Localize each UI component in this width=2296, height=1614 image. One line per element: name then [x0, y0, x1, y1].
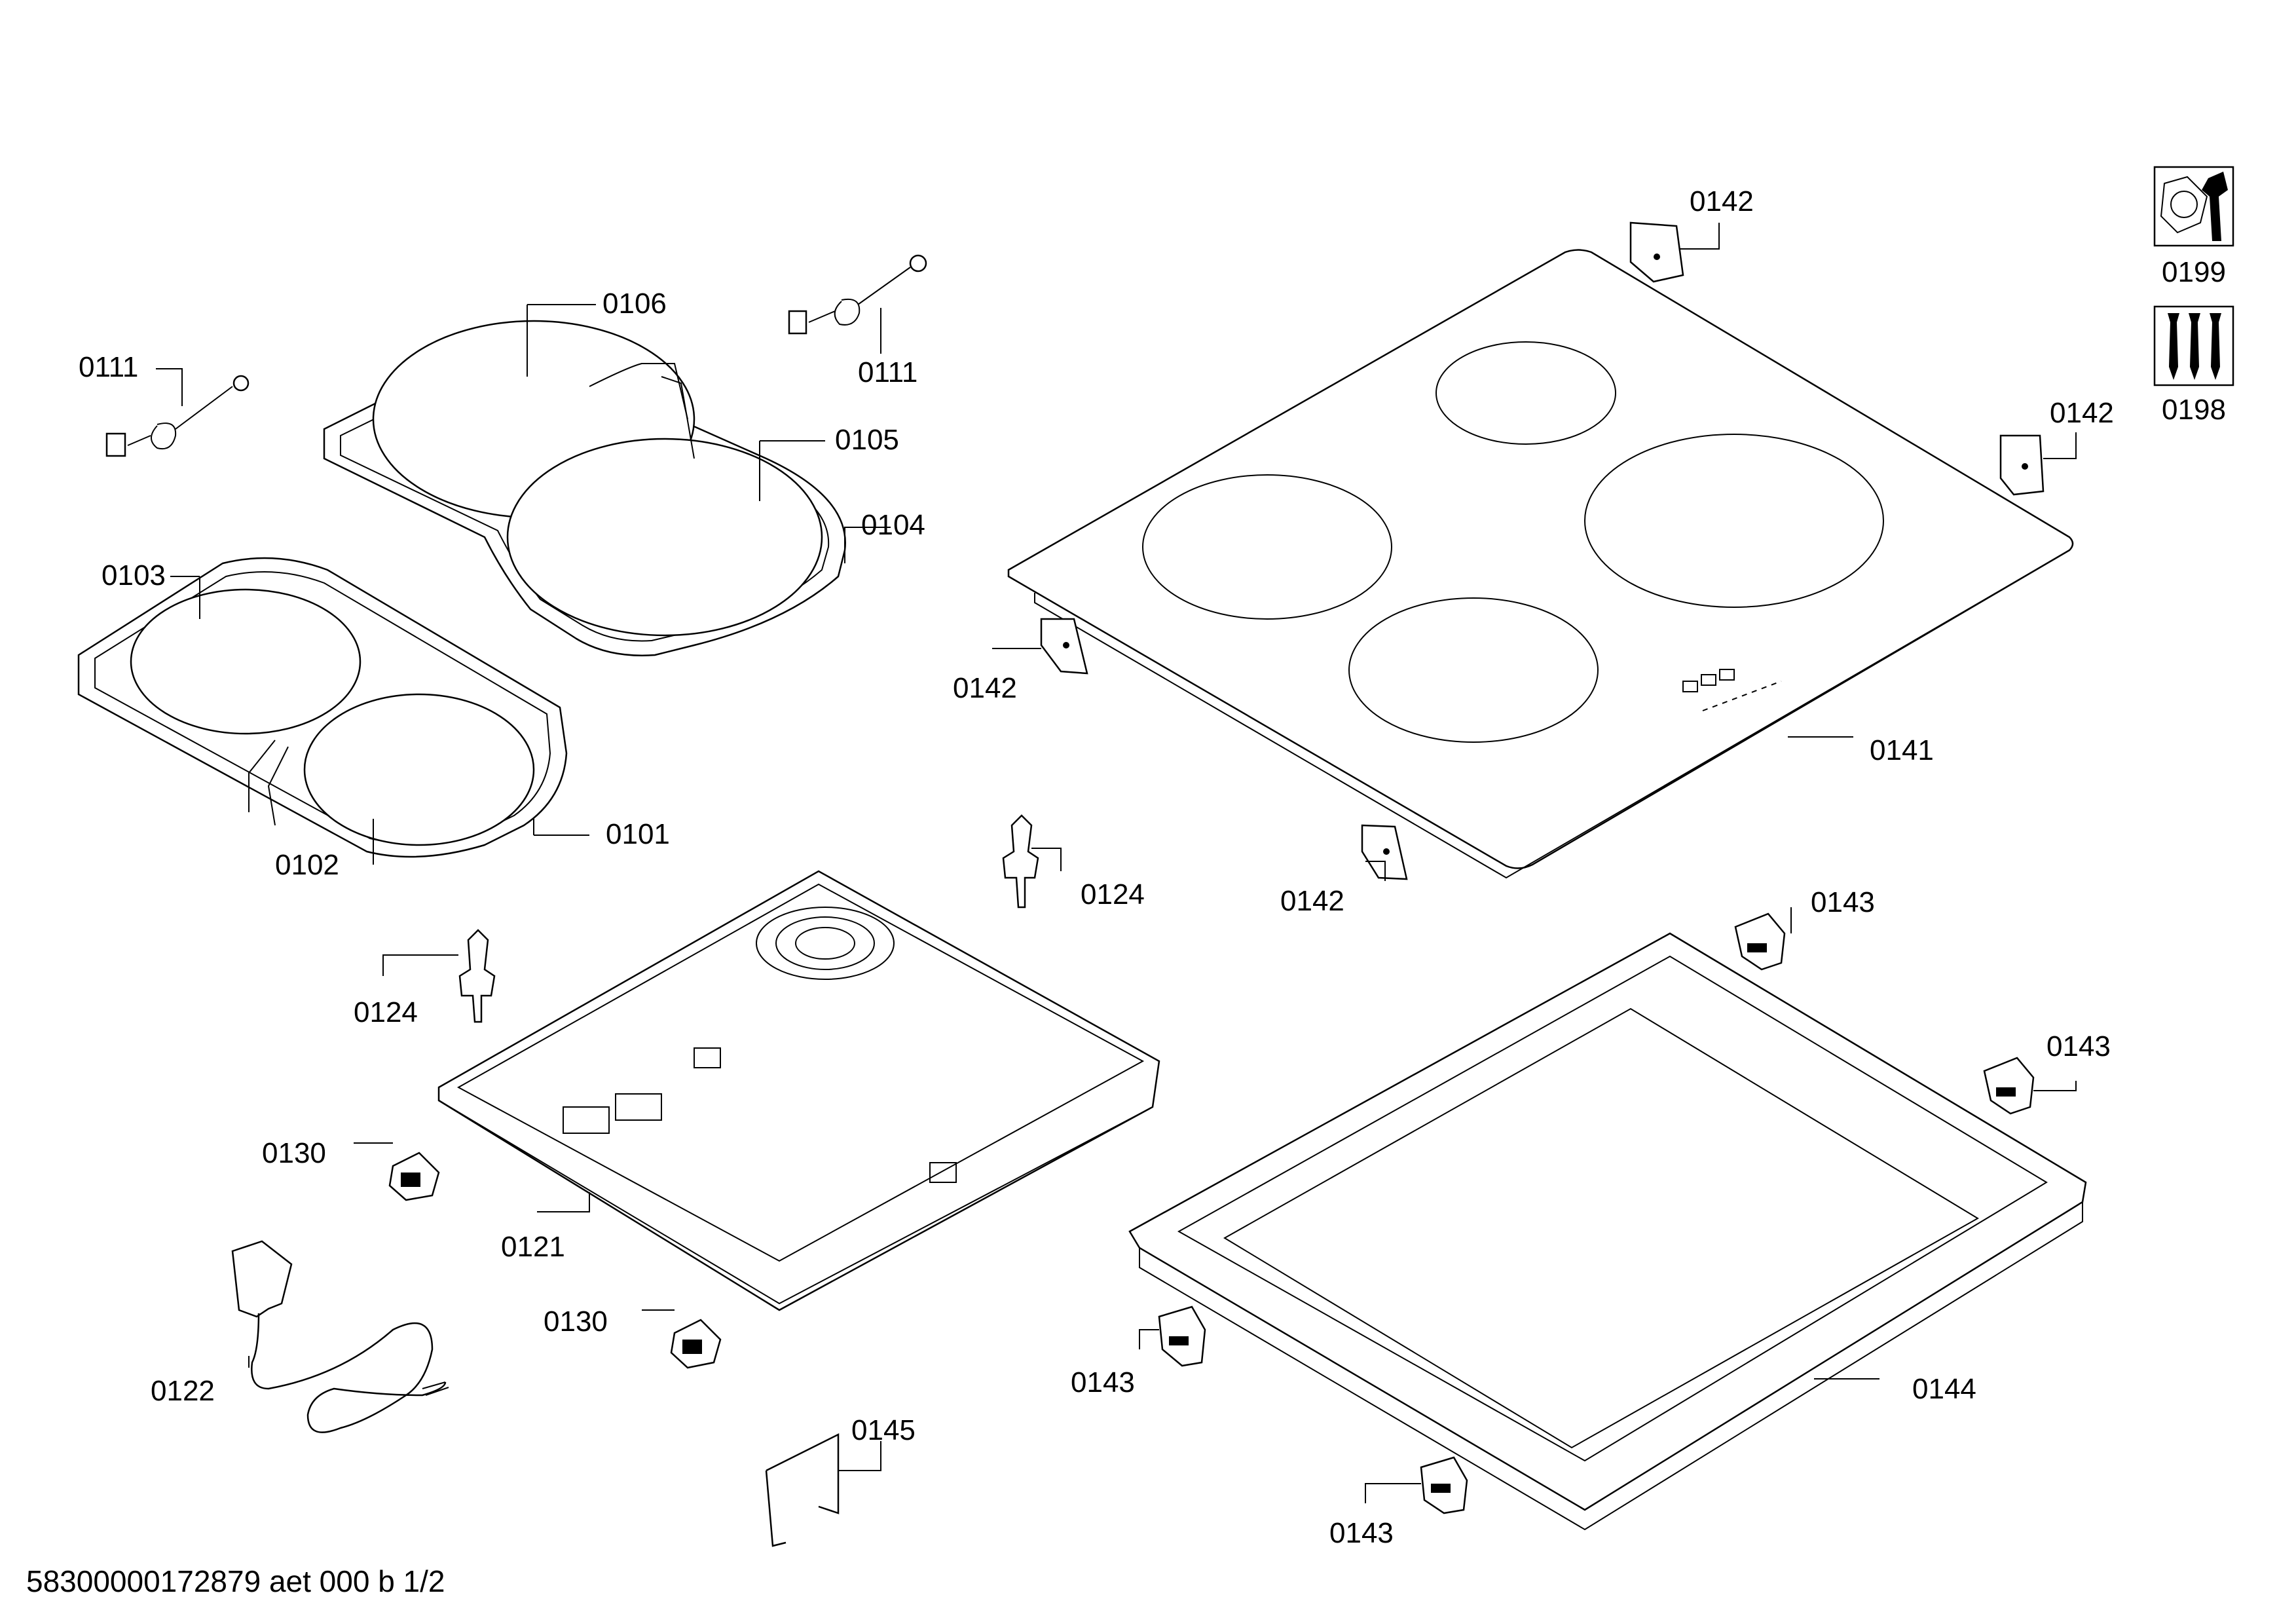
glass-clip-right[interactable]	[1999, 434, 2045, 496]
callout-0143-bottom: 0143	[1329, 1517, 1394, 1549]
callout-0111-left: 0111	[79, 351, 138, 383]
callout-0142-top: 0142	[1690, 185, 1754, 217]
cooking-zone-front	[1348, 597, 1599, 743]
housing-spacer-right[interactable]	[1002, 814, 1039, 909]
callout-0124-left: 0124	[354, 996, 418, 1028]
callout-0102: 0102	[275, 849, 339, 881]
callout-0103: 0103	[102, 559, 166, 591]
callout-0105: 0105	[835, 424, 899, 456]
radiant-heater-left-large[interactable]	[303, 693, 535, 846]
callout-0145: 0145	[851, 1414, 916, 1446]
callout-0124-right: 0124	[1081, 878, 1145, 910]
screw-kit-label: 0198	[2162, 394, 2226, 426]
callout-0142-bottom: 0142	[1280, 885, 1344, 917]
glass-clip-left[interactable]	[1040, 618, 1088, 675]
document-footer-id: 58300000172879 aet 000 b 1/2	[26, 1564, 445, 1598]
temperature-limiter-right[interactable]	[788, 254, 927, 335]
temperature-limiter-left[interactable]	[105, 375, 250, 457]
housing-spacer-left[interactable]	[458, 929, 496, 1023]
callout-0121: 0121	[501, 1231, 565, 1263]
touch-control-panel[interactable]	[1682, 669, 1782, 711]
callout-0111-right: 0111	[858, 356, 917, 388]
radiant-heater-large[interactable]	[506, 438, 823, 637]
frame-clip-top[interactable]	[1734, 912, 1786, 971]
radiant-heater-left-small[interactable]	[130, 588, 361, 735]
callout-0144: 0144	[1912, 1373, 1976, 1405]
cable-clamp-lower[interactable]	[670, 1319, 722, 1369]
callout-0142-left: 0142	[953, 672, 1017, 704]
service-kit-label: 0199	[2162, 256, 2226, 288]
leader-lines	[156, 223, 2077, 1503]
electronics-housing[interactable]	[437, 870, 1160, 1311]
callout-0143-right: 0143	[2046, 1030, 2111, 1062]
callout-0104: 0104	[861, 509, 925, 541]
callout-0101: 0101	[606, 818, 670, 850]
callout-0106: 0106	[602, 288, 667, 320]
mains-power-cable[interactable]	[231, 1240, 449, 1433]
glass-clip-top[interactable]	[1629, 221, 1684, 283]
glass-clip-bottom[interactable]	[1361, 824, 1408, 880]
callout-0143-left: 0143	[1071, 1366, 1135, 1398]
cable-clamp-upper[interactable]	[388, 1152, 440, 1201]
frame-clip-right[interactable]	[1983, 1057, 2035, 1115]
cooking-zone-right-large	[1584, 434, 1884, 608]
callout-0122: 0122	[151, 1375, 215, 1407]
circuit-terminals	[563, 1047, 957, 1183]
callout-0143-top: 0143	[1811, 886, 1875, 918]
cooling-fan[interactable]	[756, 907, 895, 980]
cooking-zone-rear-small	[1435, 341, 1616, 445]
installation-frame[interactable]	[1128, 932, 2087, 1531]
service-kit-icon[interactable]	[2153, 166, 2234, 247]
frame-clip-bottom[interactable]	[1420, 1456, 1468, 1514]
callout-0130-lower: 0130	[544, 1305, 608, 1338]
callout-0142-right: 0142	[2050, 397, 2114, 429]
callout-0130-upper: 0130	[262, 1137, 326, 1169]
screws-icon[interactable]	[2153, 305, 2234, 386]
ceramic-glass-hob[interactable]	[1007, 249, 2074, 879]
callout-0141: 0141	[1870, 734, 1934, 766]
mounting-bracket[interactable]	[765, 1433, 840, 1547]
frame-clip-left[interactable]	[1158, 1305, 1206, 1367]
cooking-zone-left	[1142, 474, 1392, 620]
